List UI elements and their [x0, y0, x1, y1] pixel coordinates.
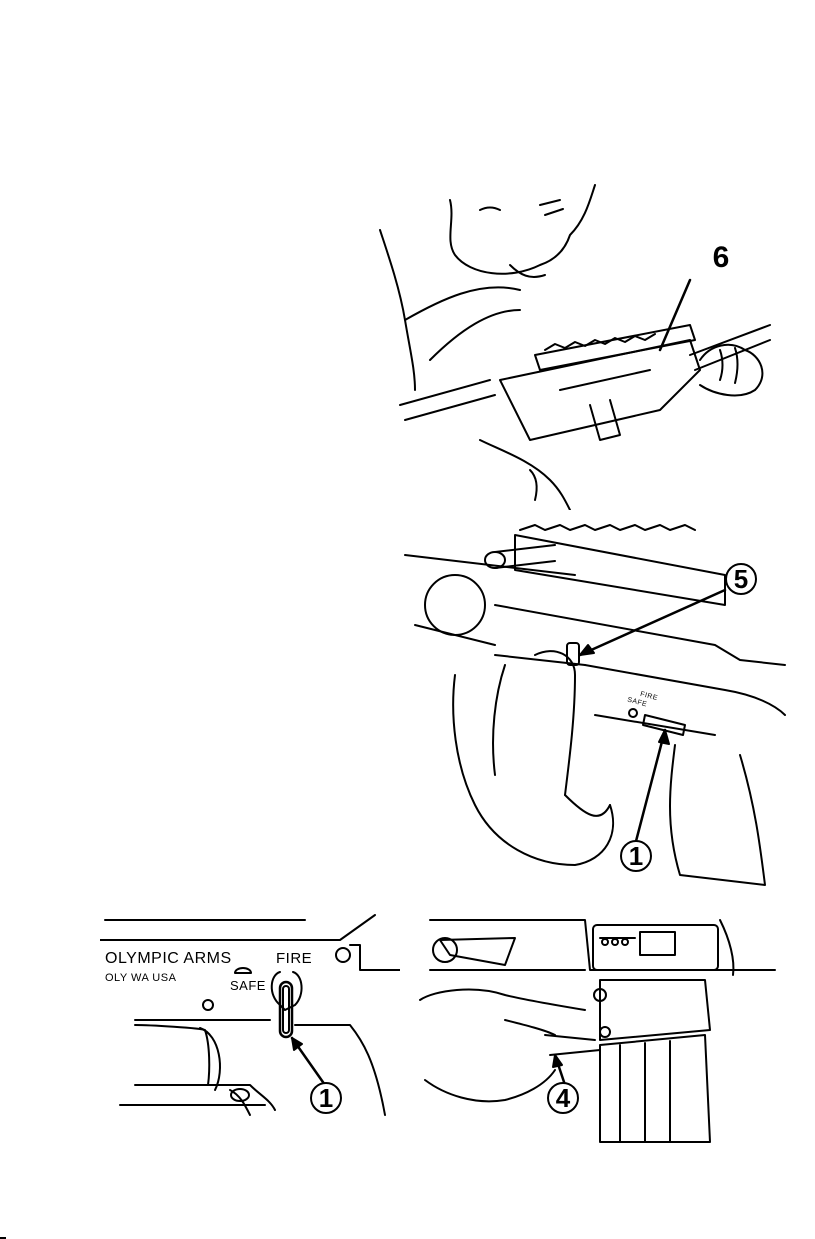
maker-marking: OLYMPIC ARMS	[105, 950, 232, 968]
callout-1-middle: 1	[620, 840, 652, 872]
inspection-illustration	[360, 180, 780, 510]
figure-receiver-markings: OLYMPIC ARMS OLY WA USA FIRE SAFE 1	[100, 910, 400, 1125]
safe-marking: SAFE	[230, 978, 266, 993]
callout-6: 6	[705, 242, 737, 274]
figure-selector-check: FIRE SAFE 5 1	[395, 515, 805, 895]
receiver-markings-illustration	[100, 910, 400, 1125]
figure-trigger-magazine: 4	[415, 910, 785, 1145]
callout-1-bottom: 1	[310, 1082, 342, 1114]
callout-4: 4	[547, 1082, 579, 1114]
figure-inspection: 6	[360, 180, 780, 510]
trigger-illustration	[415, 910, 785, 1145]
fire-marking: FIRE	[276, 950, 312, 967]
location-marking: OLY WA USA	[105, 972, 176, 984]
callout-5: 5	[725, 563, 757, 595]
